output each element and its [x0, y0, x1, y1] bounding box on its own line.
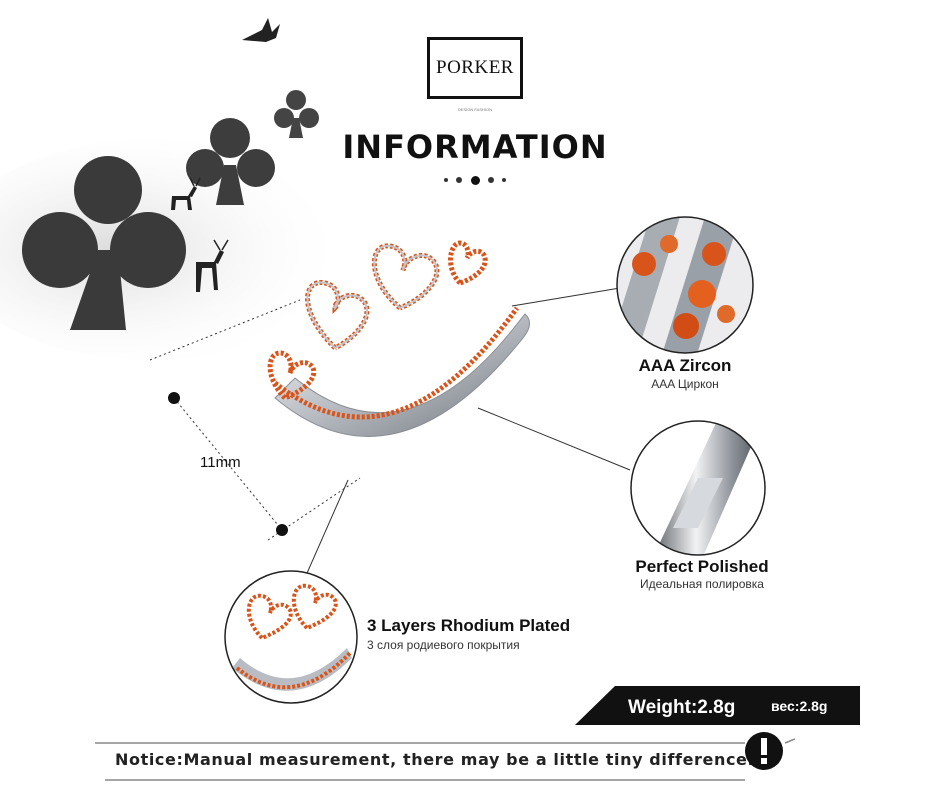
- feature-polished-title: Perfect Polished: [635, 557, 769, 576]
- club-large-icon: [22, 156, 186, 330]
- brand-tagline: DESIGN FASHION: [457, 107, 492, 112]
- rhodium-detail-image: [222, 568, 360, 706]
- notice-text: Notice:Manual measurement, there may be …: [115, 750, 755, 769]
- exclamation-icon: [745, 732, 783, 770]
- weight-banner: [575, 686, 860, 725]
- club-medium-icon: [186, 118, 275, 205]
- divider-dot: [444, 178, 448, 182]
- feature-rhodium-subtitle: 3 слоя родиевого покрытия: [367, 638, 520, 652]
- feature-zircon-title: AAA Zircon: [638, 356, 732, 375]
- weight-label-ru: вес:2.8g: [771, 698, 828, 714]
- background-illustration: [0, 0, 360, 380]
- page-title: INFORMATION: [342, 128, 608, 166]
- notice-frame: [95, 735, 795, 785]
- feature-rhodium-title: 3 Layers Rhodium Plated: [367, 616, 571, 635]
- weight-label: Weight:2.8g: [628, 697, 736, 718]
- ring-main-image: [255, 228, 540, 488]
- zircon-detail-image: [614, 214, 756, 356]
- divider-dot: [487, 177, 494, 183]
- feature-zircon-subtitle: AAA Циркон: [651, 377, 719, 391]
- divider-dot-active: [470, 175, 480, 185]
- divider-dot: [502, 178, 506, 182]
- measure-point-bottom: [276, 524, 288, 536]
- club-small-icon: [274, 90, 319, 138]
- brand-logo: PORKER: [427, 37, 523, 99]
- measure-point-top: [168, 392, 180, 404]
- title-divider-dots: [444, 174, 506, 186]
- brand-name: PORKER: [436, 57, 514, 78]
- measurement-label: 11mm: [200, 454, 241, 471]
- eagle-icon: [242, 18, 280, 42]
- polished-detail-image: [628, 418, 768, 558]
- divider-dot: [456, 177, 463, 183]
- feature-polished-subtitle: Идеальная полировка: [640, 577, 764, 591]
- deer-icon: [171, 177, 229, 292]
